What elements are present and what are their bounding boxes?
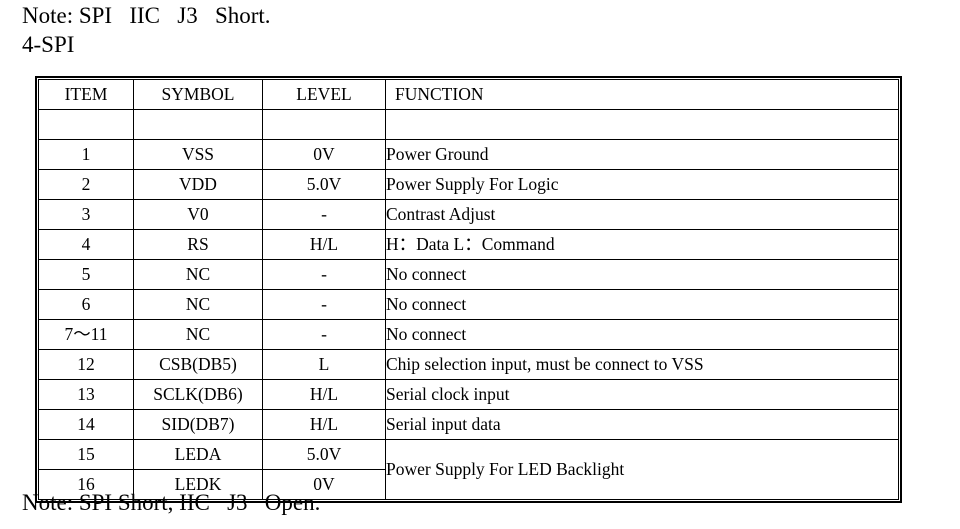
cell-item: 5 — [38, 259, 134, 290]
header-double-rule — [38, 109, 899, 140]
cell-item: 13 — [38, 379, 134, 410]
cell-level: L — [262, 349, 386, 380]
cell-function: Power Supply For Logic — [385, 169, 899, 200]
cell-function: Contrast Adjust — [385, 199, 899, 230]
table-row: 15 LEDA 5.0V Power Supply For LED Backli… — [38, 439, 899, 500]
note-bottom-text: Note: SPI Short, IIC J3 Open. — [22, 490, 321, 515]
cell-function: Serial clock input — [385, 379, 899, 410]
table-row: 2 VDD 5.0V Power Supply For Logic — [38, 169, 899, 200]
cell-function: Serial input data — [385, 409, 899, 440]
column-header-function: FUNCTION — [385, 79, 899, 110]
cell-symbol: SCLK(DB6) — [133, 379, 263, 410]
cell-symbol: NC — [133, 289, 263, 320]
table-row: 16 LEDK 0V — [38, 469, 899, 500]
cell-level: H/L — [262, 379, 386, 410]
cell-level: - — [262, 319, 386, 350]
cell-symbol: LEDK — [133, 469, 263, 500]
cell-function: Chip selection input, must be connect to… — [385, 349, 899, 380]
cell-function: H：Data L：Command — [385, 229, 899, 260]
cell-level: - — [262, 259, 386, 290]
cell-symbol: LEDA — [133, 439, 263, 470]
cell-level: H/L — [262, 409, 386, 440]
cell-item: 3 — [38, 199, 134, 230]
cell-symbol: NC — [133, 259, 263, 290]
cell-symbol: CSB(DB5) — [133, 349, 263, 380]
cell-item: 14 — [38, 409, 134, 440]
table-header-row: ITEM SYMBOL LEVEL FUNCTION — [38, 79, 899, 110]
cell-level: 5.0V — [262, 169, 386, 200]
cell-item: 12 — [38, 349, 134, 380]
rule-cell-3 — [262, 109, 386, 140]
table-row: 6 NC - No connect — [38, 289, 899, 320]
cell-item: 7〜11 — [38, 319, 134, 350]
rule-cell-4 — [385, 109, 899, 140]
pinout-table: ITEM SYMBOL LEVEL FUNCTION 1 VSS 0V Powe… — [35, 76, 902, 503]
cell-level: - — [262, 199, 386, 230]
table-row: 7〜11 NC - No connect — [38, 319, 899, 350]
cell-symbol: VDD — [133, 169, 263, 200]
table-row: 14 SID(DB7) H/L Serial input data — [38, 409, 899, 440]
cell-level: 5.0V — [262, 439, 386, 470]
table-row: 12 CSB(DB5) L Chip selection input, must… — [38, 349, 899, 380]
cell-item: 16 — [38, 469, 134, 500]
cell-item: 1 — [38, 139, 134, 170]
table-row: 1 VSS 0V Power Ground — [38, 139, 899, 170]
column-header-level: LEVEL — [262, 79, 386, 110]
note-top-text: Note: SPI IIC J3 Short. — [22, 3, 271, 28]
table-row: 13 SCLK(DB6) H/L Serial clock input — [38, 379, 899, 410]
pinout-table-container: ITEM SYMBOL LEVEL FUNCTION 1 VSS 0V Powe… — [35, 76, 902, 503]
cell-symbol: V0 — [133, 199, 263, 230]
cell-function: Power Ground — [385, 139, 899, 170]
table-row: 5 NC - No connect — [38, 259, 899, 290]
cell-symbol: NC — [133, 319, 263, 350]
cell-function: No connect — [385, 259, 899, 290]
column-header-item: ITEM — [38, 79, 134, 110]
table-row: 3 V0 - Contrast Adjust — [38, 199, 899, 230]
cell-symbol: VSS — [133, 139, 263, 170]
cell-function: No connect — [385, 319, 899, 350]
cell-symbol: SID(DB7) — [133, 409, 263, 440]
cell-function: No connect — [385, 289, 899, 320]
cell-level: 0V — [262, 139, 386, 170]
interface-mode-title: 4-SPI — [22, 32, 75, 57]
table-row: 4 RS H/L H：Data L：Command — [38, 229, 899, 260]
cell-item: 4 — [38, 229, 134, 260]
cell-item: 15 — [38, 439, 134, 470]
rule-cell-2 — [133, 109, 263, 140]
cell-level: - — [262, 289, 386, 320]
cell-function-merged: Power Supply For LED Backlight — [385, 439, 899, 500]
cell-symbol: RS — [133, 229, 263, 260]
cell-level: H/L — [262, 229, 386, 260]
column-header-symbol: SYMBOL — [133, 79, 263, 110]
cell-item: 2 — [38, 169, 134, 200]
cell-item: 6 — [38, 289, 134, 320]
rule-cell-1 — [38, 109, 134, 140]
cell-level: 0V — [262, 469, 386, 500]
